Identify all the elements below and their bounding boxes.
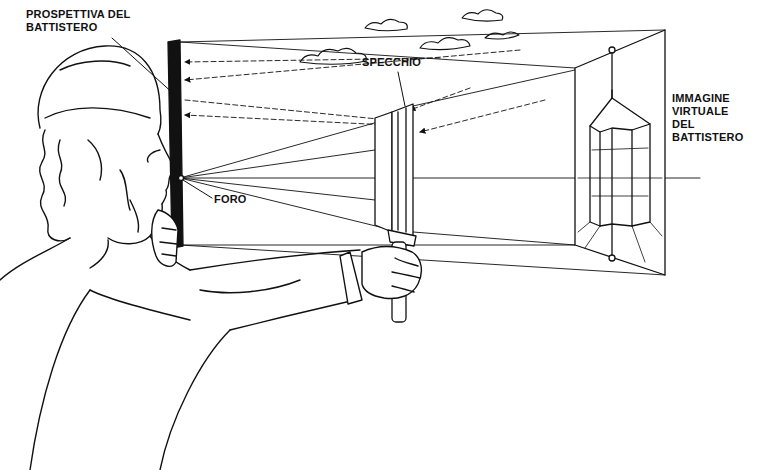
virtual-image (575, 30, 665, 275)
man-figure (0, 46, 421, 470)
callout-label: SPECCHIO (362, 56, 442, 69)
leader-lines (112, 38, 405, 198)
sight-lines (180, 30, 700, 275)
callout-label: FORO (214, 193, 264, 206)
light-rays (185, 50, 545, 132)
callout-label: PROSPETTIVA DEL BATTISTERO (26, 8, 138, 34)
callout-label: IMMAGINE VIRTUALE DEL BATTISTERO (672, 92, 752, 144)
